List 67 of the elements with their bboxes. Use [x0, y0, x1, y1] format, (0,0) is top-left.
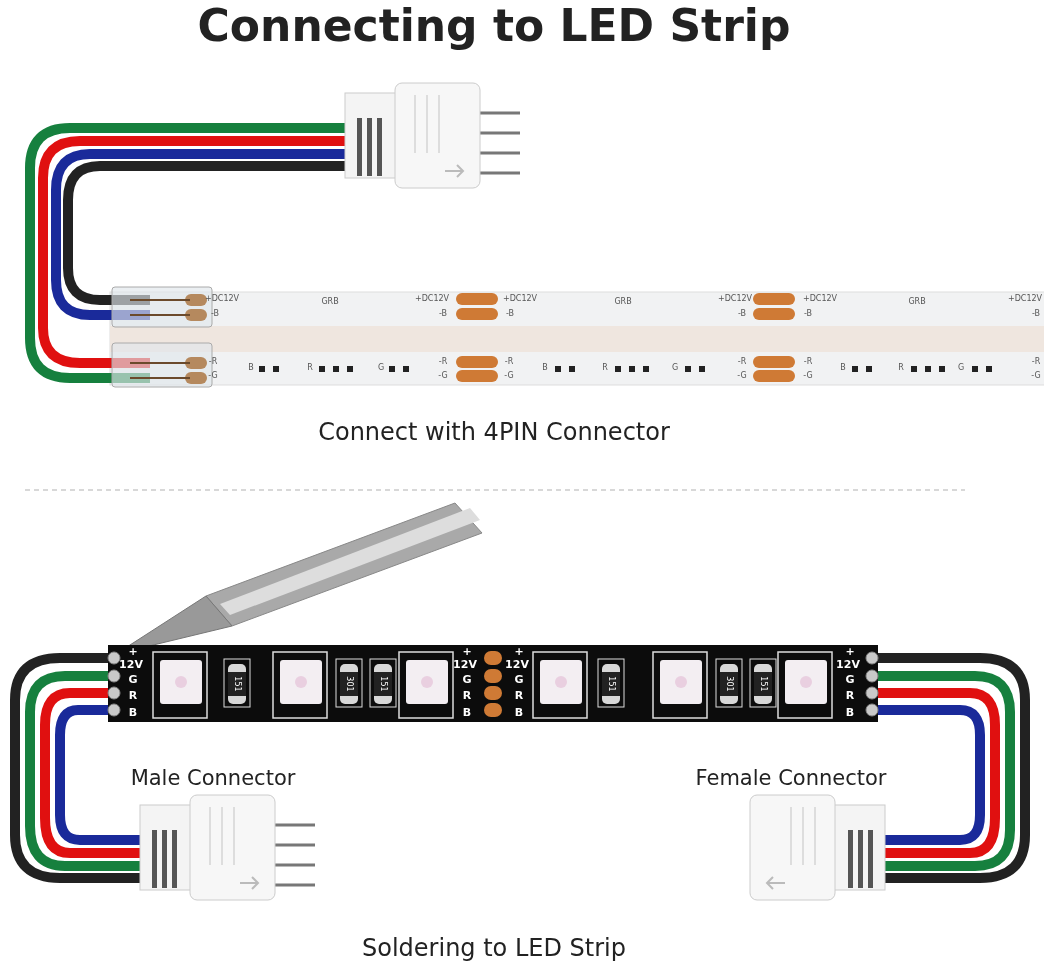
pad-label: +DC12V	[717, 295, 753, 303]
pad-label: +DC12V	[1007, 295, 1043, 303]
pad-label: G	[957, 364, 965, 372]
pad-label: B	[542, 364, 548, 372]
pad-label: -B	[505, 310, 515, 318]
pad-label: -B	[737, 310, 747, 318]
pad-label: -G	[438, 372, 448, 380]
pad-label: -G	[208, 372, 218, 380]
pad-label: R	[128, 689, 138, 701]
section-caption: Soldering to LED Strip	[362, 936, 626, 960]
pad-label: -R	[737, 358, 747, 366]
pad-label: 12V	[836, 658, 860, 670]
pad-label: -R	[504, 358, 514, 366]
pad-label: -R	[208, 358, 218, 366]
pad-label: -G	[1031, 372, 1041, 380]
pad-label: +	[514, 645, 524, 657]
pad-label: R	[845, 689, 855, 701]
pad-label: -G	[803, 372, 813, 380]
pad-label: R	[602, 364, 608, 372]
pad-label: B	[248, 364, 254, 372]
pad-label: R	[462, 689, 472, 701]
pad-label: G	[128, 673, 138, 685]
section-caption: Connect with 4PIN Connector	[318, 420, 670, 444]
pad-label: -R	[438, 358, 448, 366]
pad-label: G	[377, 364, 385, 372]
pad-label: R	[898, 364, 904, 372]
pad-label: B	[462, 706, 472, 718]
pad-label: +	[128, 645, 138, 657]
resistor-code: 301	[725, 676, 733, 692]
pad-label: G	[462, 673, 472, 685]
pad-label: -R	[803, 358, 813, 366]
resistor-code: 301	[345, 676, 353, 692]
pad-label: G	[514, 673, 524, 685]
pad-label: GRB	[908, 298, 926, 306]
pad-label: -B	[438, 310, 448, 318]
pad-label: 12V	[119, 658, 143, 670]
pad-label: 12V	[453, 658, 477, 670]
pad-label: B	[845, 706, 855, 718]
pad-label: G	[671, 364, 679, 372]
page-title: Connecting to LED Strip	[197, 4, 791, 48]
pad-label: +DC12V	[204, 295, 240, 303]
pad-label: R	[514, 689, 524, 701]
pad-label: R	[307, 364, 313, 372]
pad-label: 12V	[505, 658, 529, 670]
pad-label: GRB	[321, 298, 339, 306]
resistor-code: 151	[759, 676, 767, 692]
pad-label: -G	[737, 372, 747, 380]
pad-label: B	[840, 364, 846, 372]
pad-label: -B	[803, 310, 813, 318]
pad-label: B	[128, 706, 138, 718]
pad-label: +DC12V	[802, 295, 838, 303]
pad-label: -B	[1031, 310, 1041, 318]
pad-label: -R	[1031, 358, 1041, 366]
pad-label: +DC12V	[414, 295, 450, 303]
pad-label: +	[845, 645, 855, 657]
connector-label: Male Connector	[130, 767, 296, 789]
connector-label: Female Connector	[695, 767, 887, 789]
resistor-code: 151	[233, 676, 241, 692]
pad-label: +	[462, 645, 472, 657]
resistor-code: 151	[379, 676, 387, 692]
pad-label: +DC12V	[502, 295, 538, 303]
resistor-code: 151	[607, 676, 615, 692]
pad-label: -B	[210, 310, 220, 318]
pad-label: GRB	[614, 298, 632, 306]
pad-label: -G	[504, 372, 514, 380]
pad-label: B	[514, 706, 524, 718]
pad-label: G	[845, 673, 855, 685]
